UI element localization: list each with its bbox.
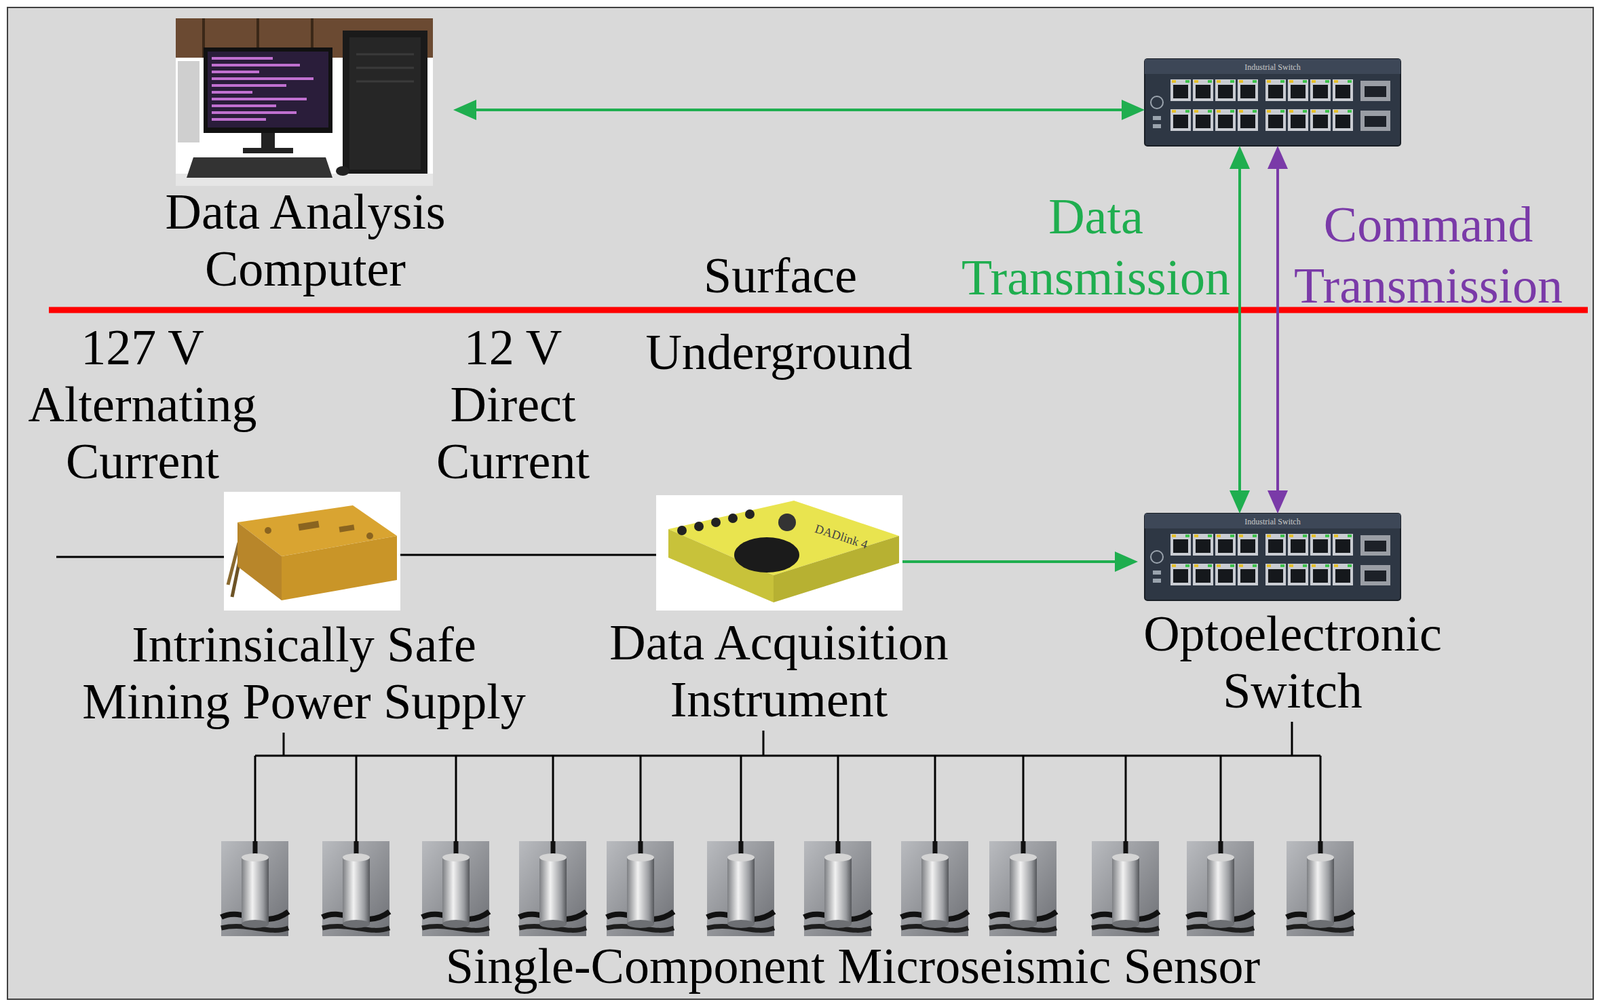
data-wire bbox=[902, 560, 956, 564]
node-label-holder: Data Acquisition Instrument bbox=[602, 614, 956, 729]
sensor-group-node: Single-Component Microseismic Sensor bbox=[217, 755, 1364, 995]
edge-label: Data Transmission bbox=[956, 185, 1235, 309]
dc-wire bbox=[602, 554, 657, 557]
node-label: Industrial Switch bbox=[1144, 62, 1401, 72]
arrowhead bbox=[1229, 490, 1250, 514]
node-label-holder: Data Analysis Computer bbox=[157, 183, 454, 298]
node-label: Data Acquisition Instrument bbox=[602, 614, 956, 729]
free-label: 127 V Alternating Current bbox=[20, 318, 265, 490]
daq-node: DADlink 4 Data Acquisition Instrument bbox=[602, 495, 956, 731]
node-label-holder: Industrial Switch bbox=[1144, 62, 1401, 72]
node-label: Data Analysis Computer bbox=[157, 183, 454, 298]
arrowhead bbox=[1267, 490, 1288, 514]
arrowhead bbox=[453, 99, 477, 121]
switch-photo bbox=[1144, 59, 1401, 146]
sensor-bus bbox=[255, 755, 1321, 842]
dc-wire bbox=[400, 554, 549, 557]
node-label: Optoelectronic Switch bbox=[1137, 605, 1448, 720]
connector bbox=[763, 730, 765, 756]
node-label: Single-Component Microseismic Sensor bbox=[411, 940, 1294, 993]
connector bbox=[1291, 721, 1293, 756]
edge-label-holder: Data Transmission bbox=[956, 185, 1235, 309]
connector-line bbox=[548, 554, 603, 557]
connector bbox=[1229, 145, 1250, 514]
computer-photo bbox=[175, 18, 433, 186]
power-supply-photo bbox=[223, 491, 401, 611]
free-label: Surface bbox=[678, 246, 883, 304]
connector bbox=[1267, 145, 1288, 514]
sensor-photos bbox=[221, 841, 1354, 937]
free-label: Underground bbox=[629, 323, 929, 381]
edge-label-holder: Command Transmission bbox=[1285, 194, 1571, 317]
connector bbox=[453, 99, 1145, 121]
free-label-holder: Underground bbox=[629, 323, 929, 381]
power-supply-node: Intrinsically Safe Mining Power Supply bbox=[59, 491, 549, 733]
switch-node: Industrial Switch bbox=[1144, 59, 1401, 146]
arrowhead bbox=[1121, 99, 1145, 121]
computer-node: Data Analysis Computer bbox=[157, 18, 454, 300]
node-label-holder: Optoelectronic Switch bbox=[1137, 605, 1448, 720]
device-text: Industrial Switch bbox=[1144, 517, 1401, 527]
connector-line bbox=[762, 730, 765, 756]
device-text-holder: DADlink 4 bbox=[806, 519, 876, 555]
arrowhead bbox=[1267, 145, 1288, 169]
device-text: DADlink 4 bbox=[806, 519, 876, 555]
free-label-holder: Surface bbox=[678, 246, 883, 304]
connector bbox=[548, 555, 603, 556]
switch-photo bbox=[1144, 513, 1401, 601]
ac-input-wire bbox=[56, 556, 224, 559]
arrowhead bbox=[1229, 145, 1250, 169]
connector-line bbox=[1238, 164, 1242, 495]
connector bbox=[283, 732, 285, 756]
connector bbox=[955, 551, 1138, 573]
node-label: Intrinsically Safe Mining Power Supply bbox=[59, 616, 549, 731]
connector-line bbox=[955, 560, 1119, 564]
connector-line bbox=[1276, 164, 1280, 495]
switch-node: Industrial SwitchOptoelectronic Switch bbox=[1137, 513, 1448, 722]
node-label-holder: Single-Component Microseismic Sensor bbox=[411, 940, 1294, 993]
daq-photo bbox=[656, 495, 903, 611]
connector-line bbox=[1291, 721, 1294, 756]
edge-label: 12 V Direct Current bbox=[424, 318, 602, 490]
connector-line bbox=[472, 108, 1126, 112]
free-label-holder: 127 V Alternating Current bbox=[20, 318, 265, 490]
connector-line bbox=[282, 732, 285, 756]
edge-label: Command Transmission bbox=[1285, 194, 1571, 317]
arrowhead bbox=[1114, 551, 1138, 573]
device-text-holder: Industrial Switch bbox=[1144, 517, 1401, 527]
edge-label-holder: 12 V Direct Current bbox=[424, 318, 602, 490]
node-label-holder: Intrinsically Safe Mining Power Supply bbox=[59, 616, 549, 731]
